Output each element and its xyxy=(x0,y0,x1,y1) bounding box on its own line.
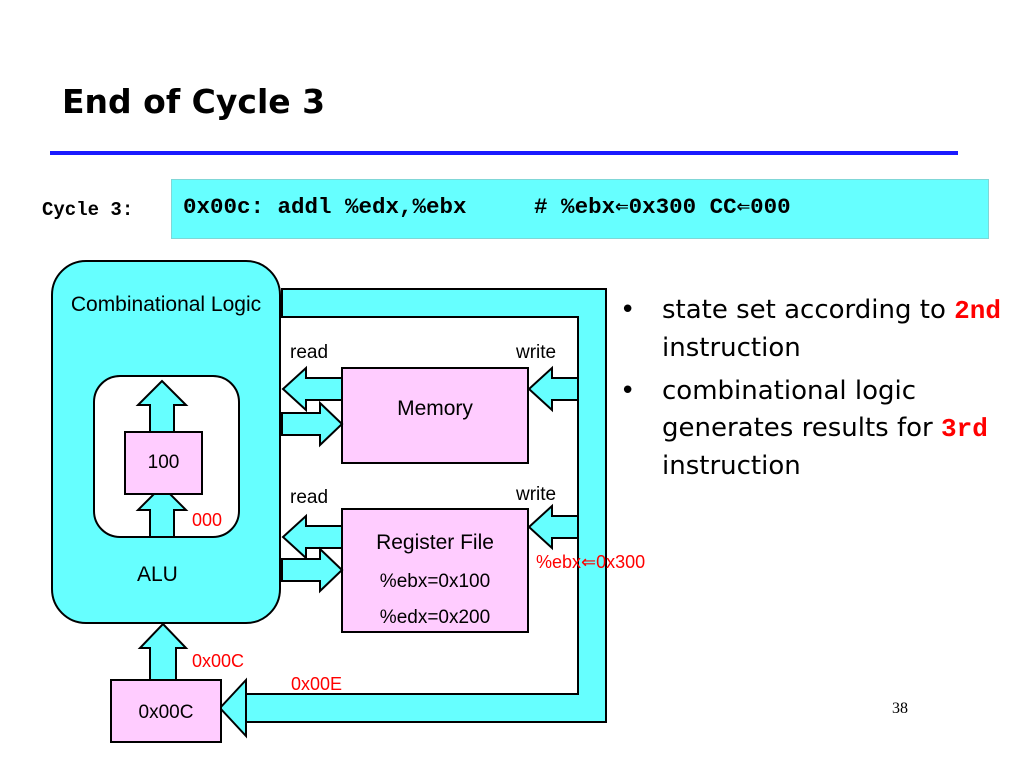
cc-up-arrow xyxy=(135,484,189,538)
memory-write-label: write xyxy=(516,342,557,363)
alu-value-box xyxy=(124,431,203,495)
highlight-3rd: 3rd xyxy=(940,414,988,444)
memory-box xyxy=(341,367,529,464)
next-pc-arrow xyxy=(218,677,247,739)
alu-up-arrow xyxy=(135,379,189,433)
register-read-label: read xyxy=(290,487,329,508)
memory-read-arrow xyxy=(281,365,343,413)
register-file-title: Register File xyxy=(376,531,494,554)
register-edx-value: %edx=0x200 xyxy=(379,607,491,628)
cycle-label: Cycle 3: xyxy=(42,199,134,221)
bullet-item: •state set according to 2nd instruction xyxy=(620,295,1001,363)
register-write-value: %ebx⇐0x300 xyxy=(536,552,646,572)
memory-input-arrow xyxy=(281,400,344,448)
page-number: 38 xyxy=(892,700,908,717)
bullet-list: •state set according to 2nd instruction … xyxy=(620,292,1020,485)
register-file-box xyxy=(341,508,529,633)
slide-title: End of Cycle 3 xyxy=(62,82,326,121)
instruction-text: 0x00c: addl %edx,%ebx # %ebx⇐0x300 CC⇐00… xyxy=(183,194,791,220)
memory-write-arrow xyxy=(527,365,579,413)
alu-label: ALU xyxy=(137,563,178,586)
register-write-label: write xyxy=(516,484,557,505)
register-read-arrow xyxy=(281,513,343,561)
cc-value: 000 xyxy=(192,510,223,530)
combinational-logic-label: Combinational Logic xyxy=(70,293,262,316)
register-write-arrow xyxy=(527,503,579,551)
instruction-box xyxy=(171,179,989,239)
highlight-2nd: 2nd xyxy=(954,296,1001,326)
register-input-arrow xyxy=(281,546,344,594)
pc-output-label: 0x00C xyxy=(192,651,245,671)
memory-read-label: read xyxy=(290,342,329,363)
pc-box xyxy=(110,679,222,743)
pc-up-arrow xyxy=(137,622,189,681)
alu-value: 100 xyxy=(147,452,180,473)
title-underline xyxy=(50,151,958,155)
next-pc-label: 0x00E xyxy=(291,674,343,694)
memory-label: Memory xyxy=(397,397,473,420)
bullet-item: •combinational logic generates results f… xyxy=(620,376,988,481)
register-ebx-value: %ebx=0x100 xyxy=(379,571,491,592)
pc-value: 0x00C xyxy=(138,702,194,723)
